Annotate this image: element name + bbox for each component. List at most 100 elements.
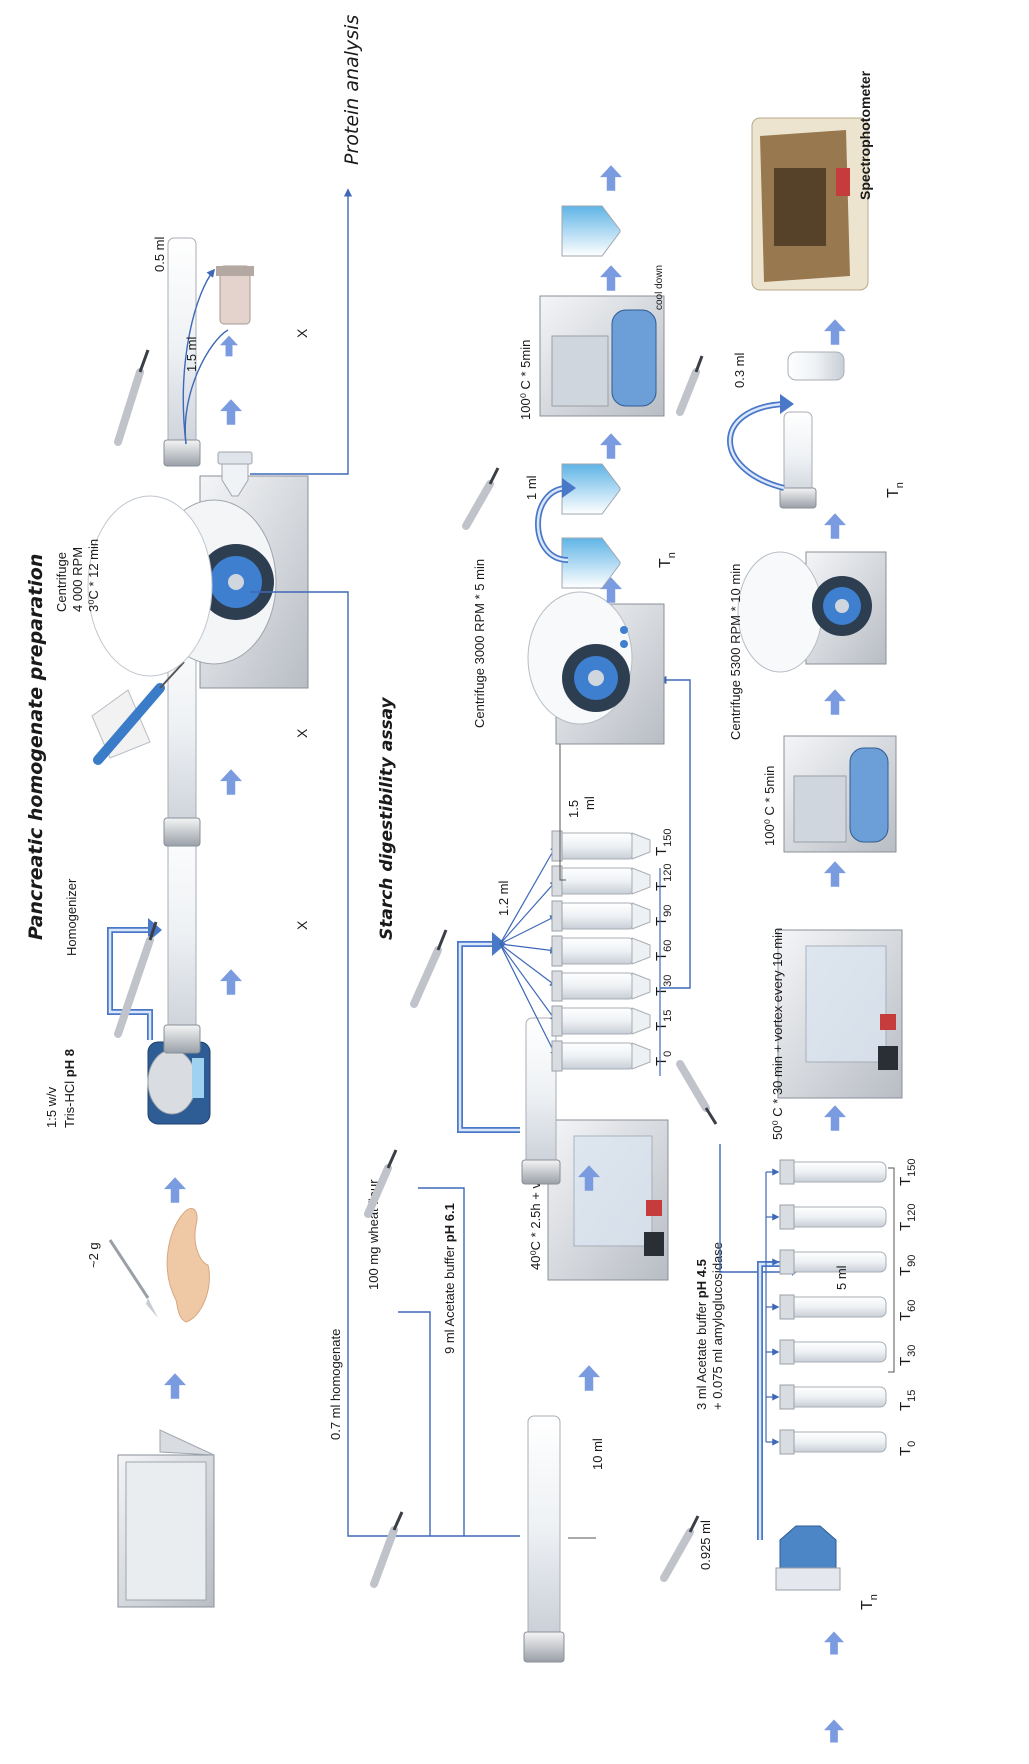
- row3-branch-lines: [765, 1168, 780, 1446]
- fan-line: [499, 943, 557, 1023]
- tris-label: Tris-HCl pH 8: [62, 1049, 77, 1128]
- boil2-label: 100⁰ C * 5min: [762, 766, 777, 846]
- test-tube: [779, 1294, 887, 1320]
- centrifuge-icon-1: [87, 475, 309, 689]
- incubation2-label: 50⁰ C * 30 min + vortex every 10 min: [770, 928, 785, 1140]
- arrow-icon: [824, 1631, 844, 1655]
- homogenate-tube: [216, 265, 254, 325]
- fan-lines: [499, 844, 558, 1058]
- arrow-icon: [600, 165, 622, 191]
- pipette-icon: [364, 1149, 398, 1218]
- centrifuge1-label: Centrifuge: [54, 552, 69, 612]
- boil1-label: 100⁰ C * 5min: [518, 340, 533, 420]
- timepoint-index: 15: [906, 1390, 918, 1402]
- timepoint-label: T60: [897, 1300, 918, 1321]
- acetate2-label: 3 ml Acetate buffer pH 4.5: [694, 1259, 709, 1410]
- timepoint-label: T90: [897, 1255, 918, 1276]
- falcon-tube-1: [163, 815, 201, 1054]
- arrow-icon: [220, 399, 242, 425]
- acetate-label: 9 ml Acetate buffer pH 6.1: [442, 1203, 457, 1354]
- timepoint-index: 90: [662, 905, 674, 917]
- pipette-icon: [660, 1515, 700, 1582]
- homogenizer-label: Homogenizer: [64, 878, 79, 956]
- arrow-icon: [824, 513, 846, 539]
- arrow-icon: [600, 265, 622, 291]
- timepoint-letter: T: [653, 952, 670, 961]
- ph8-text: pH 8: [62, 1049, 77, 1077]
- vol-1-5b-label: 1.5: [566, 800, 581, 818]
- eppendorf-tube: [551, 830, 651, 862]
- timepoint-label: T30: [653, 975, 674, 996]
- arrow-icon: [220, 969, 242, 995]
- timepoint-index: 30: [906, 1345, 918, 1357]
- arrow-icon: [824, 861, 846, 887]
- acetate-text: 9 ml Acetate buffer: [442, 1242, 457, 1354]
- timepoint-label: T90: [653, 905, 674, 926]
- pancreas-icon: [166, 1208, 210, 1323]
- centrifuge3-label: Centrifuge 5300 RPM * 10 min: [728, 564, 743, 740]
- water-bath-icon-1: [547, 1119, 669, 1281]
- ph61-text: pH 6.1: [442, 1203, 457, 1242]
- centrifuge1-rpm: 4 000 RPM: [70, 547, 85, 612]
- centrifuge2-label: Centrifuge 3000 RPM * 5 min: [472, 559, 487, 728]
- arrow-icon: [824, 1105, 846, 1131]
- fan-line: [499, 844, 557, 945]
- ratio-label: 1:5 w/v: [44, 1086, 59, 1128]
- timepoint-index: 0: [662, 1051, 674, 1057]
- test-tube: [779, 1384, 887, 1410]
- fan-line: [499, 943, 558, 987]
- fan-line: [499, 943, 557, 1058]
- ratio-text: 1:5 w/v: [44, 1086, 59, 1128]
- arrow-icon: [220, 769, 242, 795]
- timepoint-letter: T: [897, 1357, 914, 1366]
- timepoint-label: T0: [897, 1441, 918, 1456]
- timepoint-letter: T: [653, 1022, 670, 1031]
- vol-1-2-label: 1.2 ml: [496, 880, 511, 916]
- timepoint-label: T150: [897, 1158, 918, 1186]
- pipette-icon: [370, 1511, 404, 1588]
- timepoint-index: 60: [662, 940, 674, 952]
- test-tube: [779, 1249, 887, 1275]
- eppendorf-tube: [551, 865, 651, 897]
- test-tube: [779, 1339, 887, 1365]
- pipette-icon: [676, 355, 704, 416]
- amylo-label: + 0.075 ml amyloglucosidase: [710, 1242, 725, 1410]
- fan-line: [499, 943, 558, 954]
- tn-label-3: Tn: [885, 482, 906, 498]
- timepoint-letter: T: [897, 1312, 914, 1321]
- x-marker-1: X: [294, 920, 310, 930]
- arrow-icon: [600, 433, 622, 459]
- small-test-tube: [787, 351, 845, 381]
- tube-incubated: [521, 1017, 561, 1185]
- timepoint-index: 15: [662, 1010, 674, 1022]
- centrifuge-icon-3: [737, 551, 887, 673]
- eppendorf-tube: [551, 1005, 651, 1037]
- timepoint-letter: T: [653, 847, 670, 856]
- fan-line: [499, 915, 558, 945]
- tn-eppendorf: [775, 1525, 841, 1591]
- pipette-icon: [462, 467, 500, 530]
- timepoint-index: 150: [662, 828, 674, 846]
- timepoint-letter: T: [653, 987, 670, 996]
- tube-10ml: [523, 1415, 565, 1663]
- vol-0925-label: 0.925 ml: [698, 1520, 713, 1570]
- protein-eppendorf: [217, 451, 253, 497]
- timepoint-letter: T: [897, 1447, 914, 1456]
- timepoint-label: T120: [897, 1203, 918, 1231]
- pipette-icon: [410, 929, 448, 1008]
- boiling-bath-icon-2: [783, 735, 897, 853]
- fan-line: [499, 879, 557, 945]
- timepoint-letter: T: [653, 1057, 670, 1066]
- vol-0-5-label: 0.5 ml: [152, 236, 167, 272]
- timepoint-label: T150: [653, 828, 674, 856]
- cool-label: cool down: [654, 265, 665, 310]
- eppendorf-tube: [551, 1040, 651, 1072]
- acetate2-text: 3 ml Acetate buffer: [694, 1298, 709, 1410]
- eppendorf-tube: [551, 970, 651, 1002]
- timepoint-letter: T: [897, 1177, 914, 1186]
- conical-tube-2: [561, 463, 621, 515]
- falcon-tube-3: [163, 237, 201, 467]
